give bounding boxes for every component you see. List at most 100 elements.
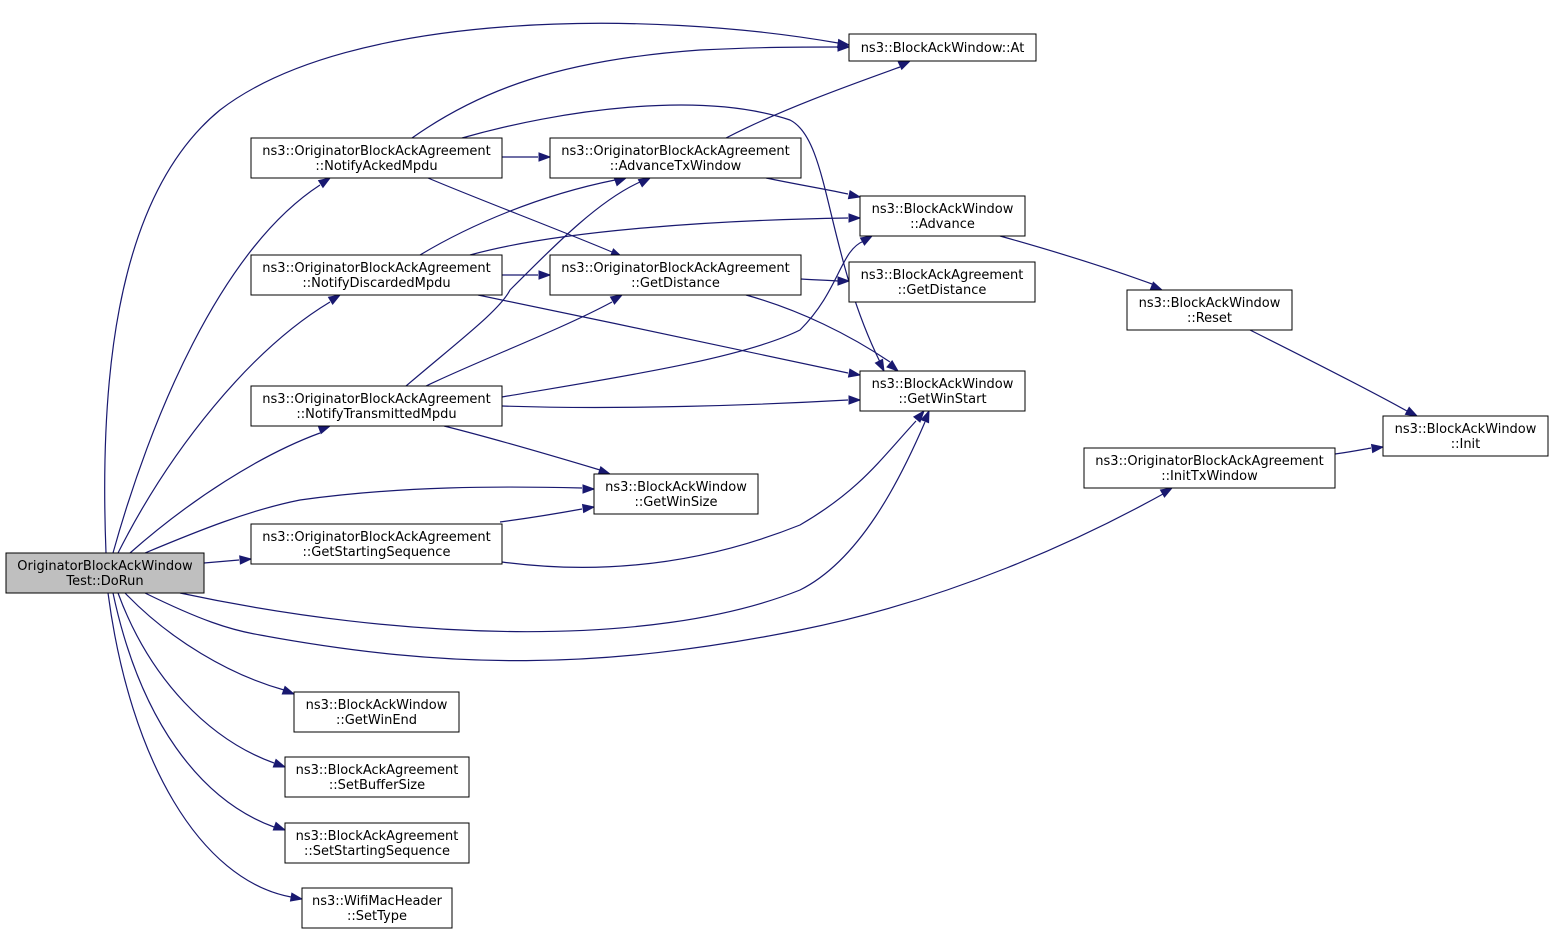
edge-line <box>501 420 917 568</box>
edge-getdistance_o-to-getdistance_b <box>800 276 851 286</box>
node-label: ::GetWinStart <box>898 392 986 407</box>
node-init[interactable]: ns3::BlockAckWindow::Init <box>1382 415 1549 457</box>
node-label: ns3::OriginatorBlockAckAgreement <box>262 144 490 159</box>
arrowhead <box>538 152 552 162</box>
edge-line <box>203 559 240 564</box>
node-label: ns3::BlockAckWindow <box>605 480 747 495</box>
edge-notifytransmitted-to-getwinsize <box>443 425 612 475</box>
node-reset[interactable]: ns3::BlockAckWindow::Reset <box>1126 289 1293 331</box>
edge-notifytransmitted-to-advancetx <box>405 177 652 387</box>
node-label: OriginatorBlockAckWindow <box>17 559 193 574</box>
edge-line <box>179 421 926 633</box>
edge-line <box>124 592 285 691</box>
arrowhead <box>848 213 862 223</box>
edge-line <box>144 486 583 554</box>
node-box <box>250 385 503 427</box>
edge-advancetx-to-at <box>725 60 912 139</box>
node-settype[interactable]: ns3::WifiMacHeader::SetType <box>301 887 453 929</box>
edge-dorun-to-settype <box>107 592 304 902</box>
arrowhead <box>1159 487 1174 498</box>
edge-line <box>112 592 275 828</box>
node-label: ns3::BlockAckAgreement <box>296 829 459 844</box>
node-getdistance_b[interactable]: ns3::BlockAckAgreement::GetDistance <box>848 261 1036 303</box>
edge-notifyacked-to-at <box>411 42 851 139</box>
edge-line <box>425 301 613 387</box>
arrowhead <box>272 758 287 768</box>
arrowhead <box>848 395 862 405</box>
edge-line <box>745 294 891 363</box>
node-label: ns3::BlockAckWindow <box>872 377 1014 392</box>
node-label: ::Reset <box>1187 311 1232 326</box>
edge-getstartingseq-to-getwinstart <box>501 409 925 568</box>
node-box <box>284 756 470 798</box>
arrowhead <box>847 368 862 378</box>
edge-line <box>725 66 901 139</box>
edge-notifyacked-to-advancetx <box>502 152 552 162</box>
node-label: ns3::BlockAckWindow::At <box>861 41 1025 56</box>
arrowhead <box>859 235 874 246</box>
node-box <box>250 523 503 565</box>
node-getwinstart[interactable]: ns3::BlockAckWindow::GetWinStart <box>859 370 1026 412</box>
edge-line <box>1249 329 1408 412</box>
arrowhead <box>582 484 596 494</box>
edge-line <box>501 240 865 398</box>
edge-line <box>104 22 839 554</box>
arrowhead <box>289 892 304 902</box>
edge-line <box>427 177 613 253</box>
node-label: ::InitTxWindow <box>1161 469 1258 484</box>
node-getdistance_o[interactable]: ns3::OriginatorBlockAckAgreement::GetDis… <box>549 254 802 296</box>
node-label: ::GetDistance <box>898 283 987 298</box>
edge-line <box>499 508 583 523</box>
node-box <box>593 473 759 515</box>
function-nodes: OriginatorBlockAckWindowTest::DoRunns3::… <box>5 33 1549 929</box>
edge-dorun-to-setstartingseq <box>112 592 287 831</box>
edge-line <box>469 217 849 256</box>
arrowhead <box>920 409 930 424</box>
arrowhead <box>837 42 851 52</box>
arrowhead <box>897 60 912 71</box>
edge-reset-to-init <box>1249 329 1419 417</box>
node-box <box>284 822 470 864</box>
arrowhead <box>637 177 652 188</box>
node-box <box>859 195 1026 237</box>
node-getwinend[interactable]: ns3::BlockAckWindow::GetWinEnd <box>293 691 460 733</box>
edge-line <box>117 592 275 764</box>
edge-notifydiscarded-to-getwinstart <box>477 294 862 378</box>
call-edges <box>104 22 1419 902</box>
node-label: ns3::OriginatorBlockAckAgreement <box>561 144 789 159</box>
node-label: ns3::OriginatorBlockAckAgreement <box>561 261 789 276</box>
edge-dorun-to-inittx <box>144 487 1174 662</box>
edge-line <box>129 432 321 554</box>
arrowhead <box>886 359 900 372</box>
edge-line <box>477 294 849 374</box>
node-box <box>1126 289 1293 331</box>
node-advancetx[interactable]: ns3::OriginatorBlockAckAgreement::Advanc… <box>549 137 802 179</box>
edge-line <box>443 425 601 471</box>
node-box <box>301 887 453 929</box>
node-inittx[interactable]: ns3::OriginatorBlockAckAgreement::InitTx… <box>1083 447 1336 489</box>
node-label: ns3::BlockAckWindow <box>1139 296 1281 311</box>
edge-line <box>501 399 849 409</box>
node-getwinsize[interactable]: ns3::BlockAckWindow::GetWinSize <box>593 473 759 515</box>
node-at[interactable]: ns3::BlockAckWindow::At <box>848 33 1037 62</box>
edge-notifydiscarded-to-advance <box>469 213 862 256</box>
node-notifytransmitted[interactable]: ns3::OriginatorBlockAckAgreement::Notify… <box>250 385 503 427</box>
node-advance[interactable]: ns3::BlockAckWindow::Advance <box>859 195 1026 237</box>
edge-getdistance_o-to-getwinstart <box>745 294 900 372</box>
node-label: ::SetBufferSize <box>329 778 425 793</box>
node-setstartingseq[interactable]: ns3::BlockAckAgreement::SetStartingSeque… <box>284 822 470 864</box>
edge-getstartingseq-to-getwinsize <box>499 503 596 523</box>
node-notifydiscarded[interactable]: ns3::OriginatorBlockAckAgreement::Notify… <box>250 254 503 296</box>
node-notifyacked[interactable]: ns3::OriginatorBlockAckAgreement::Notify… <box>250 137 503 179</box>
arrowhead <box>272 821 287 831</box>
edge-line <box>800 278 839 282</box>
node-setbuffersize[interactable]: ns3::BlockAckAgreement::SetBufferSize <box>284 756 470 798</box>
node-label: ns3::OriginatorBlockAckAgreement <box>262 392 490 407</box>
node-getstartingseq[interactable]: ns3::OriginatorBlockAckAgreement::GetSta… <box>250 523 503 565</box>
node-label: ::GetWinEnd <box>336 713 417 728</box>
node-label: ::Init <box>1451 437 1481 452</box>
node-label: ::AdvanceTxWindow <box>610 159 742 174</box>
node-label: ns3::OriginatorBlockAckAgreement <box>1095 454 1323 469</box>
